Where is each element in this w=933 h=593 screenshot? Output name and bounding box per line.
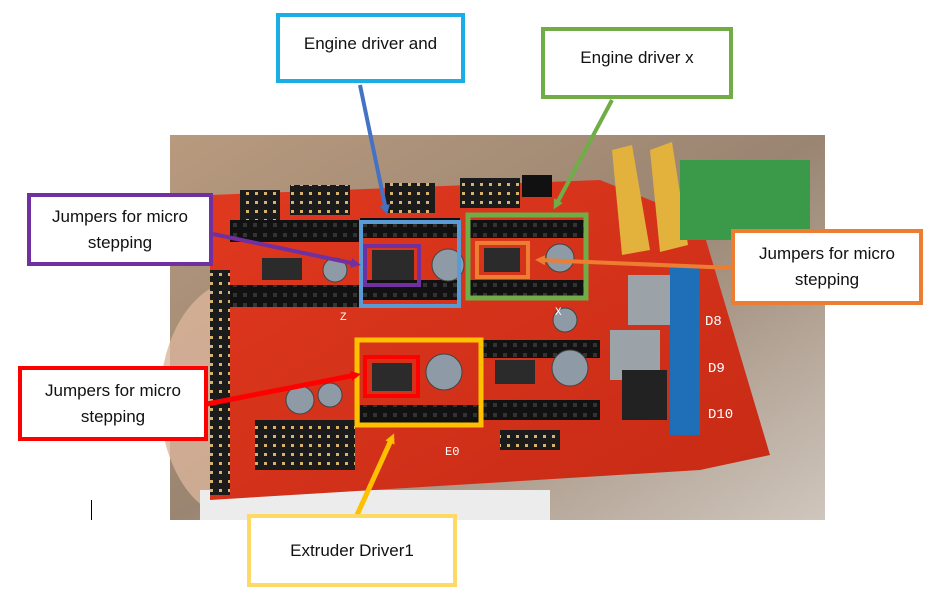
reset-button xyxy=(522,175,552,197)
socket-driver-x-bottom xyxy=(470,280,585,298)
jumper-block-e0 xyxy=(372,363,412,391)
label-extruder-driver: Extruder Driver1 xyxy=(247,514,457,587)
arrow-engine-driver-x xyxy=(553,99,614,210)
socket-row-top-left xyxy=(230,220,360,242)
label-jumpers-left: Jumpers for micro stepping xyxy=(27,193,213,266)
highlight-extruder-driver xyxy=(354,337,484,428)
top-pin-header-1 xyxy=(240,190,280,220)
aux-pin-header xyxy=(500,430,560,450)
fuse-1 xyxy=(612,145,650,255)
label-jumpers-bottom: Jumpers for micro stepping xyxy=(18,366,208,441)
label-jumpers-right-text: Jumpers for micro stepping xyxy=(758,244,896,289)
label-jumpers-left-text: Jumpers for micro stepping xyxy=(51,206,189,252)
arrow-jumpers-bottom xyxy=(206,371,361,407)
silk-d8: D8 xyxy=(705,314,722,330)
silk-d9: D9 xyxy=(708,361,725,377)
socket-row-mid-left xyxy=(230,285,360,307)
text-cursor xyxy=(91,500,92,520)
capacitor-8 xyxy=(317,382,343,408)
capacitor-4 xyxy=(425,353,463,391)
silk-z: Z xyxy=(340,312,347,324)
jumper-block-z xyxy=(262,258,302,280)
silk-e0: E0 xyxy=(445,445,459,459)
arrow-jumpers-right xyxy=(535,255,734,270)
highlight-driver-x xyxy=(465,212,589,301)
left-pin-header xyxy=(210,270,230,495)
capacitor-6 xyxy=(552,307,578,333)
socket-driver-x-top xyxy=(470,220,585,238)
socket-e0-bottom xyxy=(360,405,480,425)
label-engine-driver-and-text: Engine driver and xyxy=(303,34,438,53)
fuse-2 xyxy=(650,142,688,252)
highlight-jumpers-e0 xyxy=(363,355,420,398)
silk-d10: D10 xyxy=(708,407,733,423)
jumper-block-e1 xyxy=(495,360,535,384)
output-terminals-blue xyxy=(670,265,700,435)
highlight-jumpers-x xyxy=(475,241,530,279)
top-pin-header-2 xyxy=(290,185,350,215)
label-jumpers-right: Jumpers for micro stepping xyxy=(731,229,923,305)
socket-e1-bottom xyxy=(480,400,600,420)
label-engine-driver-and: Engine driver and xyxy=(276,13,465,83)
power-terminal-green xyxy=(680,160,810,240)
highlight-driver-y xyxy=(359,220,461,308)
top-pin-header-4 xyxy=(460,178,520,208)
mosfet-1 xyxy=(628,275,673,325)
capacitor-1 xyxy=(431,248,465,282)
mosfet-3 xyxy=(622,370,667,420)
label-engine-driver-x: Engine driver x xyxy=(541,27,733,99)
arrow-jumpers-left xyxy=(212,232,361,268)
jumper-block-x xyxy=(484,248,520,272)
label-extruder-driver-text: Extruder Driver1 xyxy=(290,540,414,560)
bottom-pin-header xyxy=(255,420,355,470)
label-engine-driver-x-text: Engine driver x xyxy=(580,48,694,67)
top-pin-header-3 xyxy=(385,183,435,213)
capacitor-5 xyxy=(551,349,589,387)
jumper-block-y xyxy=(372,250,414,280)
capacitor-2 xyxy=(545,243,575,273)
arrow-engine-driver-and xyxy=(358,84,390,215)
highlight-jumpers-y xyxy=(363,244,421,287)
arrow-extruder-driver xyxy=(354,433,395,517)
silk-x: X xyxy=(555,307,562,319)
label-jumpers-bottom-text: Jumpers for micro stepping xyxy=(44,380,182,426)
